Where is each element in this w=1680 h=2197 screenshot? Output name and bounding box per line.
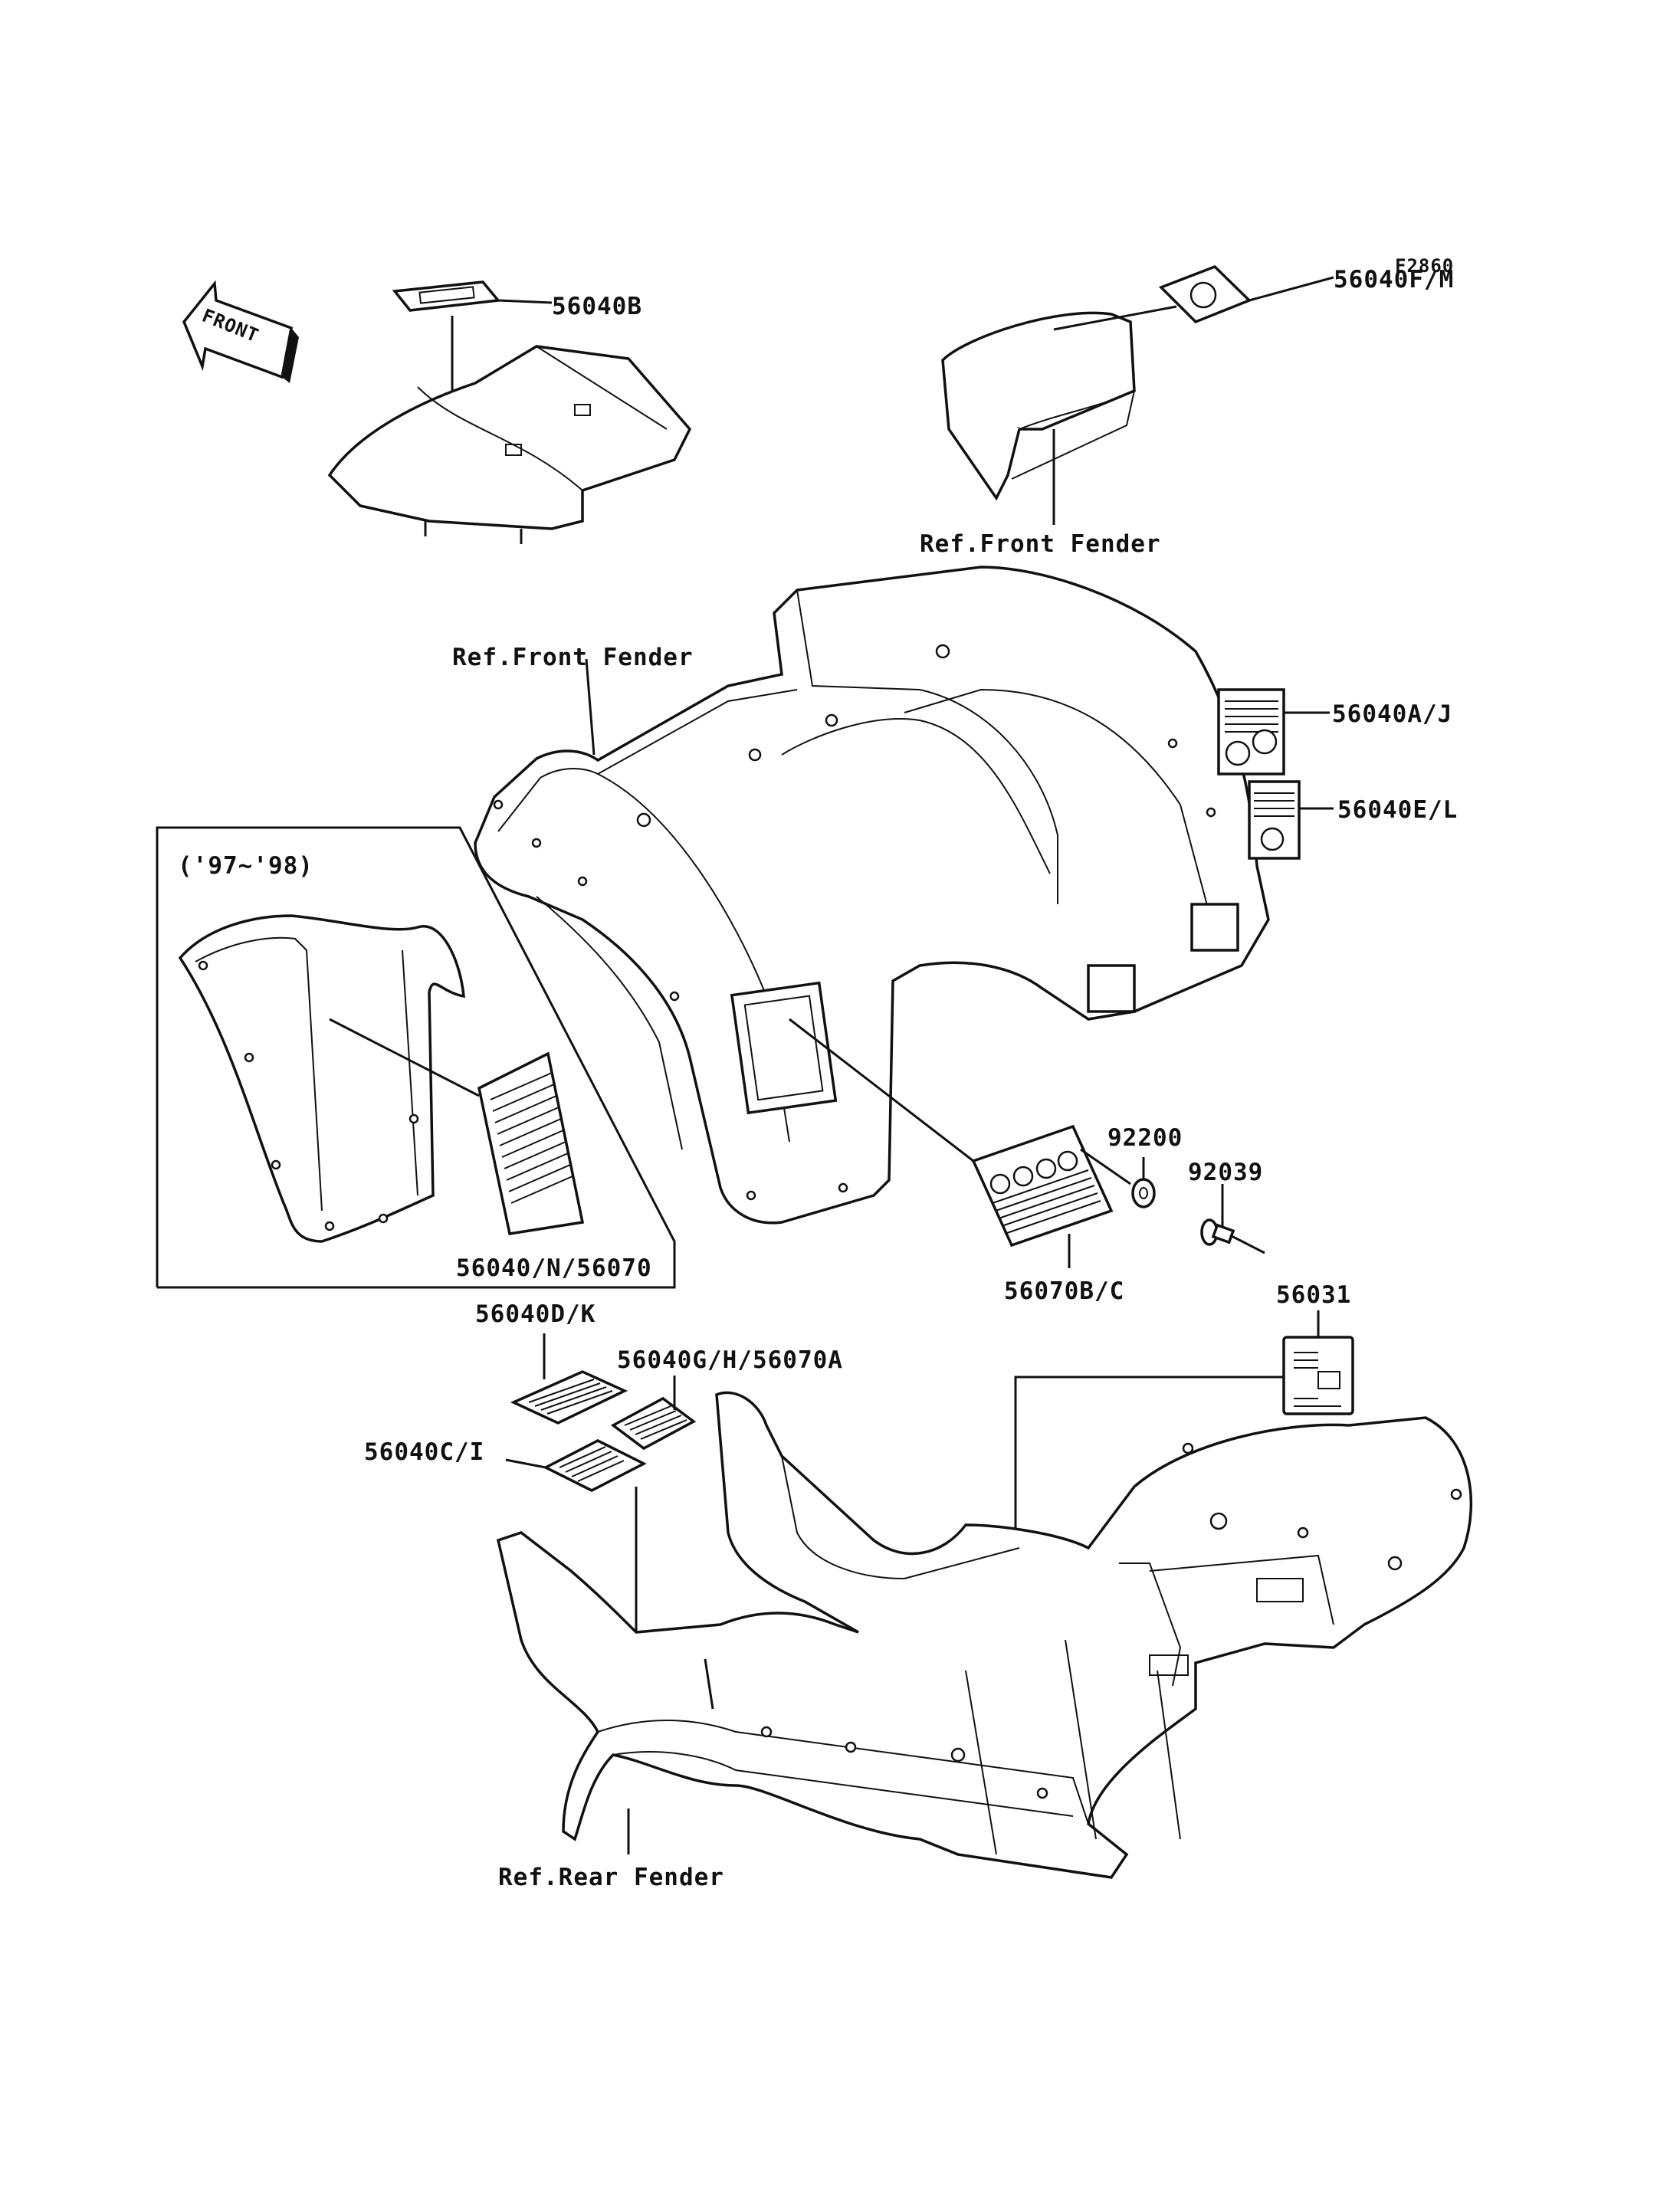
label-ref-front-fender-main: Ref.Front Fender xyxy=(452,644,694,671)
decal-56070BC xyxy=(971,1124,1114,1268)
figure-code: F2860 xyxy=(1395,255,1454,277)
decal-56040GH56070A xyxy=(610,1376,697,1451)
label-56040-N-56070: 56040/N/56070 xyxy=(456,1254,652,1282)
front-fender-part xyxy=(474,566,1270,1225)
front-arrow-icon: FRONT xyxy=(182,280,299,383)
label-card-56031 xyxy=(1014,1310,1354,1586)
decal-56040AJ xyxy=(1217,688,1330,776)
label-56040A-J: 56040A/J xyxy=(1332,700,1452,728)
label-ref-rear-fender: Ref.Rear Fender xyxy=(498,1864,724,1891)
rivet-92039-icon xyxy=(1200,1184,1265,1254)
label-56040G-H-56070A: 56040G/H/56070A xyxy=(617,1346,843,1374)
label-56040D-K: 56040D/K xyxy=(475,1300,596,1328)
front-cover-part xyxy=(327,280,692,544)
label-56040E-L: 56040E/L xyxy=(1337,796,1458,824)
label-56031: 56031 xyxy=(1276,1281,1351,1309)
label-56040B: 56040B xyxy=(552,293,642,320)
year-note: ('97~'98) xyxy=(178,852,313,880)
washer-92200-icon xyxy=(1080,1148,1156,1208)
decal-56040EL xyxy=(1248,780,1334,860)
label-92200: 92200 xyxy=(1107,1124,1183,1152)
label-56040C-I: 56040C/I xyxy=(364,1438,484,1466)
label-92039: 92039 xyxy=(1188,1159,1263,1186)
decal-56040DK xyxy=(510,1333,628,1425)
label-ref-front-fender-top: Ref.Front Fender xyxy=(920,530,1161,558)
rear-fender-part xyxy=(496,1391,1473,1879)
inset-box-97-98 xyxy=(156,826,676,1289)
label-56070B-C: 56070B/C xyxy=(1004,1277,1124,1305)
top-cover-part xyxy=(941,264,1334,525)
label-56040F-M: 56040F/M xyxy=(1334,266,1454,293)
